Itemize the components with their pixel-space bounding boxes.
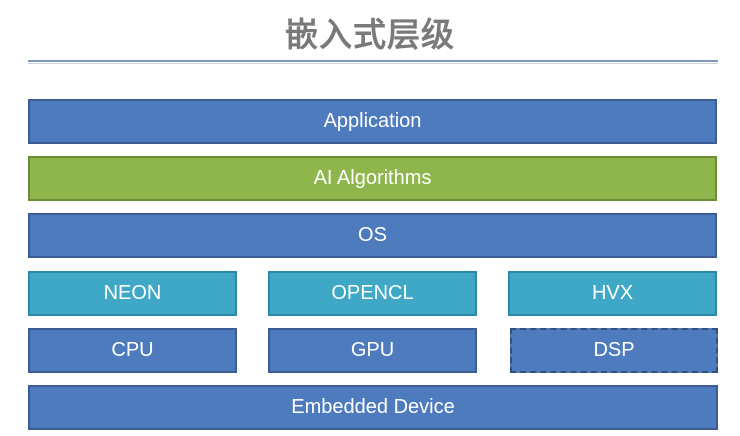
- layer-cpu: CPU: [28, 328, 237, 373]
- layer-embedded-device: Embedded Device: [28, 385, 718, 430]
- layer-neon: NEON: [28, 271, 237, 316]
- layer-dsp: DSP: [510, 328, 718, 373]
- layer-gpu: GPU: [268, 328, 477, 373]
- layer-application: Application: [28, 99, 717, 144]
- layer-hvx: HVX: [508, 271, 717, 316]
- layer-os: OS: [28, 213, 717, 258]
- layer-opencl: OPENCL: [268, 271, 477, 316]
- title-divider-shadow: [28, 63, 718, 64]
- layer-ai-algorithms: AI Algorithms: [28, 156, 717, 201]
- title-divider: [28, 60, 718, 62]
- page-title: 嵌入式层级: [285, 15, 455, 54]
